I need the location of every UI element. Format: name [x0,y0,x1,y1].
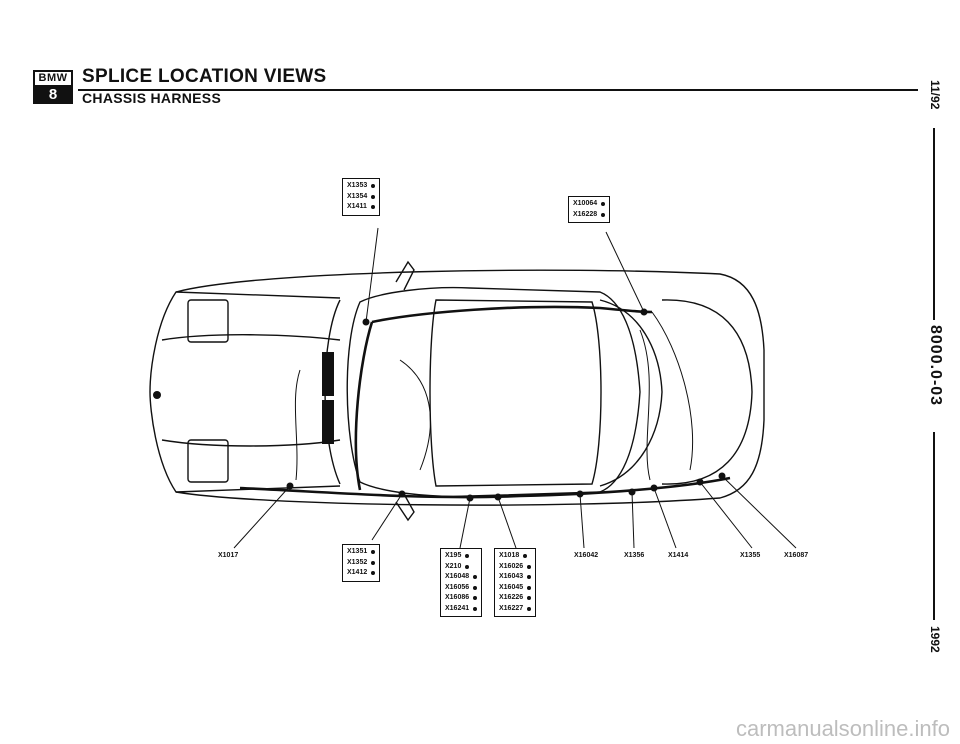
watermark-part2: online.info [849,716,950,741]
splice-dot-icon [473,575,478,580]
grille-top [322,352,334,396]
splice-dot-icon [465,554,470,559]
leader-bottom-mid-left [459,497,471,549]
rear-window [599,299,663,487]
logo-number: 8 [48,86,58,103]
hood-crease [161,334,341,447]
harness-branch-3 [294,369,301,481]
connector-label: X1351 [347,548,368,555]
car-body-outline [149,269,765,506]
grille-bottom [322,400,334,444]
header-rule [78,89,918,91]
connector-label: X16227 [499,604,524,612]
roof-panel [429,299,602,487]
cabin-outline [346,286,641,498]
connector-label: X1353 [347,182,368,189]
leader-top-left [365,227,379,323]
callout-box-top-right: X10064 X16228 [568,196,611,223]
callout-box-top-left: X1353 X1354 X1411 [342,178,381,216]
trunk-panel [661,299,753,485]
splice-dot-icon [473,596,478,601]
connector-label: X16228 [573,210,598,218]
harness-branch-2 [639,329,651,481]
page-subtitle: CHASSIS HARNESS [82,90,222,106]
splice-dot-icon [527,575,532,580]
label-side-connector-2: X1356 [624,552,645,559]
connector-label: X16056 [445,583,470,591]
label-side-connector-3: X1414 [668,552,689,559]
splice-dot-icon [523,554,528,559]
splice-dot-icon [527,564,532,569]
headlight-left [187,299,229,343]
leader-x16042 [579,493,585,549]
connector-label: X16026 [499,562,524,570]
label-side-connector-5: X16087 [784,552,809,559]
leader-x1356 [631,491,635,549]
hood-panel-line [175,291,341,493]
callout-box-bottom-left: X1351 X1352 X1412 [342,544,381,582]
leader-front [233,485,291,549]
leader-bottom-mid-right [497,496,517,549]
harness-branch-4 [399,359,431,471]
connector-label: X1354 [347,192,368,200]
connector-label: X16086 [445,594,470,601]
leader-x1414 [653,487,677,549]
callout-box-bottom-mid-right: X1018 X16026 X16043 X16045 X16226 X16227 [494,548,537,617]
splice-dot-icon [473,585,478,590]
connector-label: X16045 [499,583,524,591]
connector-label: X1411 [347,203,367,210]
connector-label: X10064 [573,200,598,207]
connector-label: X1018 [499,552,520,559]
connector-label: X16043 [499,573,524,580]
splice-dot-icon [527,596,532,601]
label-side-connector-4: X1355 [740,552,761,559]
splice-dot-icon [601,212,606,217]
connector-label: X1412 [347,569,368,576]
connector-label: X1352 [347,558,368,566]
page-title: SPLICE LOCATION VIEWS [82,66,327,87]
sidebar-rule-top [933,128,935,320]
splice-dot-icon [371,571,376,576]
connector-label: X16241 [445,604,470,612]
mirror-top [395,260,415,291]
splice-dot-icon [527,606,532,611]
splice-dot-icon [371,550,376,555]
callout-box-bottom-mid-left: X195 X210 X16048 X16056 X16086 X16241 [440,548,483,617]
splice-dot-icon [370,205,375,210]
bmw-logo: BMW 8 [33,70,73,104]
watermark: carmanualsonline.info [736,716,950,742]
leader-x1355 [699,481,753,549]
connector-label: X16048 [445,573,470,580]
harness-main-top [371,305,653,324]
connector-label: X210 [445,562,462,570]
splice-dot-icon [371,184,376,189]
leader-bottom-left [371,493,403,541]
splice-dot-icon [371,194,376,199]
harness-branch-1 [651,311,694,471]
label-front-connector: X1017 [218,552,239,559]
leader-x16087 [721,475,797,549]
badge-front [153,391,161,399]
harness-front-branch [354,321,374,491]
splice-dot-icon [473,606,478,611]
splice-dot-icon [527,585,532,590]
connector-label: X195 [445,552,462,559]
headlight-right [187,439,229,483]
label-side-connector-1: X16042 [574,552,599,559]
connector-label: X16226 [499,594,524,601]
watermark-part1: carmanuals [735,716,850,741]
leader-top-right [605,231,645,313]
splice-dot-icon [601,202,606,207]
splice-dot-icon [465,564,470,569]
sidebar-rule-bottom [933,432,935,620]
splice-dot-icon [371,560,376,565]
mirror-bottom [395,493,415,522]
logo-text: BMW [35,72,71,85]
harness-main-bottom [239,476,731,499]
